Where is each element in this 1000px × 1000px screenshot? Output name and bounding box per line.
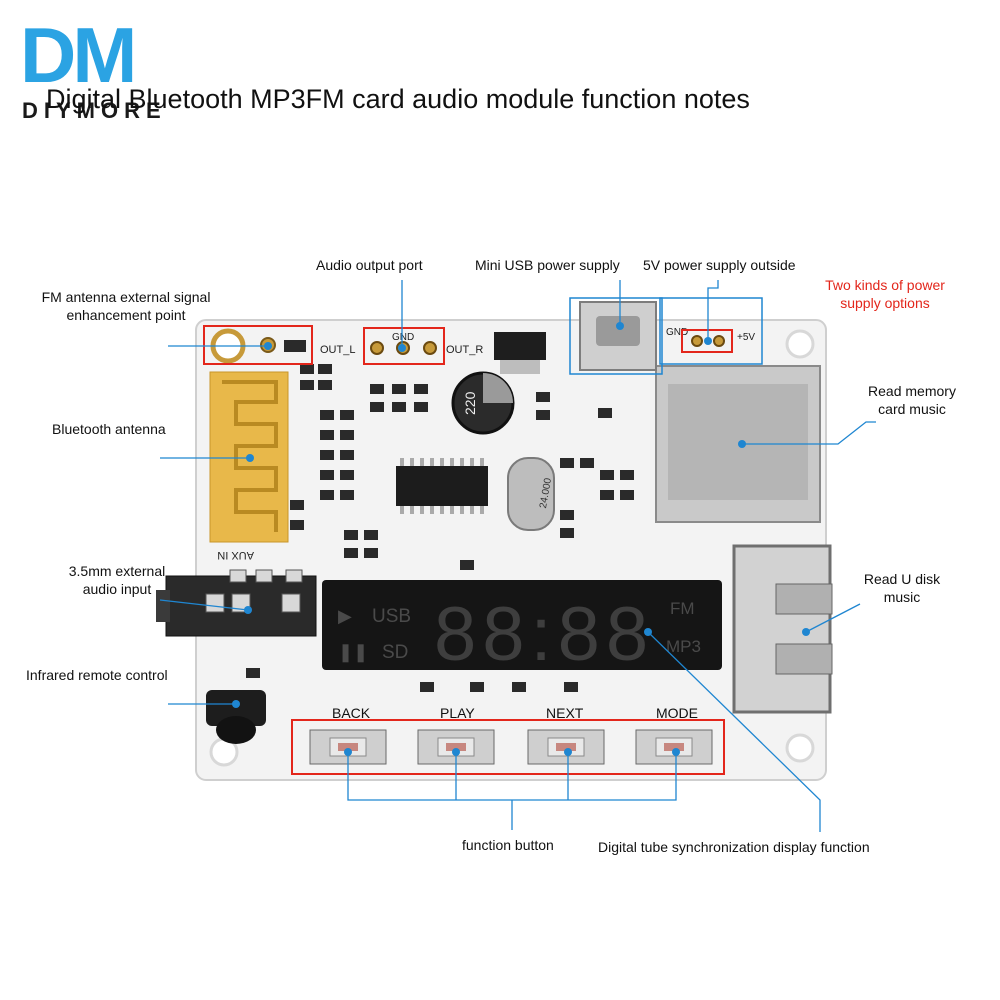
aux-jack-plug bbox=[156, 590, 170, 622]
label-aux-input-line2: audio input bbox=[82, 581, 152, 597]
aux-pin bbox=[285, 569, 303, 583]
label-fm-antenna-line2: enhancement point bbox=[66, 307, 186, 323]
smd-group bbox=[246, 364, 634, 692]
power-pad-5v bbox=[713, 335, 725, 347]
display-fm: FM bbox=[670, 599, 695, 618]
antenna-trace bbox=[222, 380, 278, 532]
button-label-play: PLAY bbox=[440, 705, 475, 721]
label-u-disk-line2: music bbox=[883, 589, 921, 605]
mini-usb-opening bbox=[596, 316, 640, 346]
label-aux-input-line1: 3.5mm external bbox=[68, 563, 166, 579]
label-fm-antenna-line1: FM antenna external signal bbox=[41, 289, 211, 305]
silk-gnd-audio: GND bbox=[392, 332, 414, 343]
logo-mark: DM bbox=[20, 14, 133, 99]
button-label-mode: MODE bbox=[656, 705, 698, 721]
capacitor-stripe bbox=[483, 373, 513, 403]
usb-a-port bbox=[732, 544, 832, 714]
ir-receiver-dome bbox=[216, 716, 256, 744]
label-memory-card-line1: Read memory bbox=[868, 383, 956, 399]
highlight-boxes bbox=[203, 325, 733, 775]
display-digits: 88:88 bbox=[434, 592, 654, 677]
audio-pin-l bbox=[370, 341, 384, 355]
usb-a-tab bbox=[775, 583, 833, 615]
label-two-kinds-line2: supply options bbox=[840, 295, 930, 311]
button-label-back: BACK bbox=[332, 705, 371, 721]
label-aux-input: 3.5mm external audio input bbox=[62, 562, 172, 598]
callout-lines bbox=[159, 280, 876, 832]
aux-pin bbox=[255, 569, 273, 583]
play-indicator: ▶ bbox=[338, 606, 352, 626]
aux-pin bbox=[205, 593, 225, 613]
capacitor-label: 220 bbox=[462, 391, 478, 415]
display-usb: USB bbox=[372, 606, 411, 627]
aux-pin bbox=[229, 569, 247, 583]
logo-subtext: DIYMORE bbox=[22, 98, 167, 123]
silk-out-r: OUT_R bbox=[446, 344, 483, 356]
label-bluetooth-antenna: Bluetooth antenna bbox=[52, 421, 166, 437]
regulator-tab bbox=[500, 360, 540, 374]
label-memory-card-line2: card music bbox=[878, 401, 946, 417]
blue-boxes bbox=[569, 297, 763, 375]
smd-component bbox=[284, 340, 306, 352]
ic-pins bbox=[400, 458, 484, 514]
regulator-chip bbox=[494, 332, 546, 360]
label-u-disk: Read U disk music bbox=[852, 570, 952, 606]
label-audio-output: Audio output port bbox=[316, 257, 423, 273]
label-two-kinds: Two kinds of power supply options bbox=[820, 276, 950, 312]
diymore-logo: DM DIYMORE bbox=[20, 14, 167, 123]
mounting-hole bbox=[785, 329, 815, 359]
crystal bbox=[507, 457, 555, 531]
display-sd: SD bbox=[382, 642, 408, 663]
label-infrared: Infrared remote control bbox=[26, 667, 168, 683]
aux-pin bbox=[281, 593, 301, 613]
silk-out-l: OUT_L bbox=[320, 344, 355, 356]
silk-aux: AUX IN bbox=[217, 549, 254, 561]
usb-a-tab bbox=[775, 643, 833, 675]
silk-5v: +5V bbox=[737, 332, 755, 343]
power-pad-gnd bbox=[691, 335, 703, 347]
label-memory-card: Read memory card music bbox=[862, 382, 962, 418]
sd-card-inner bbox=[668, 384, 808, 500]
silk-gnd-power: GND bbox=[666, 327, 688, 338]
callout-dots bbox=[232, 322, 810, 756]
page-title: Digital Bluetooth MP3FM card audio modul… bbox=[46, 84, 750, 114]
label-power-5v: 5V power supply outside bbox=[643, 257, 796, 273]
label-digital-tube: Digital tube synchronization display fun… bbox=[598, 839, 870, 855]
led-display bbox=[322, 580, 722, 670]
label-fm-antenna: FM antenna external signal enhancement p… bbox=[40, 288, 212, 324]
tact-button-next[interactable] bbox=[527, 729, 605, 765]
main-ic bbox=[396, 466, 488, 506]
pause-indicator: ❚❚ bbox=[338, 642, 368, 663]
button-label-next: NEXT bbox=[546, 705, 584, 721]
crystal-label: 24.000 bbox=[538, 477, 554, 509]
label-mini-usb: Mini USB power supply bbox=[475, 257, 620, 273]
display-mp3: MP3 bbox=[666, 637, 701, 656]
mounting-hole bbox=[785, 733, 815, 763]
audio-pin-r bbox=[423, 341, 437, 355]
label-two-kinds-line1: Two kinds of power bbox=[825, 277, 945, 293]
tact-button-mode[interactable] bbox=[635, 729, 713, 765]
label-u-disk-line1: Read U disk bbox=[863, 571, 941, 587]
label-function-button: function button bbox=[462, 837, 554, 853]
